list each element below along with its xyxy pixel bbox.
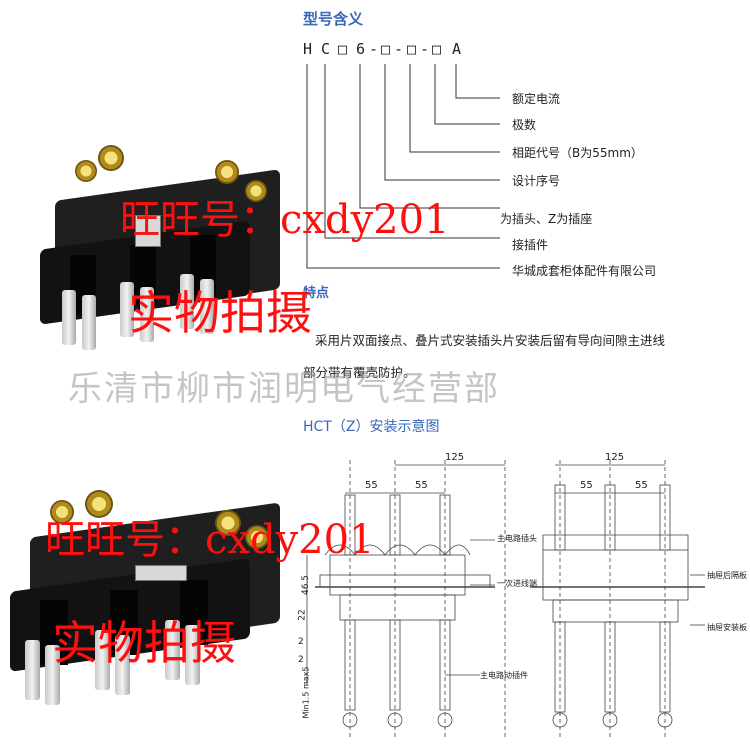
- diagram-title: HCT（Z）安装示意图: [303, 419, 440, 435]
- watermark-shop-name: 乐清市柳市润明电气经营部: [68, 369, 500, 409]
- code-char: -: [369, 40, 379, 58]
- watermark-wangwang-1: 旺旺号：cxdy201: [120, 197, 450, 243]
- dim-125-left: 125: [445, 452, 465, 463]
- legend-company: 华城成套柜体配件有限公司: [512, 264, 657, 278]
- watermark-photo-2: 实物拍摄: [52, 616, 236, 670]
- dim-125-right: 125: [605, 452, 625, 463]
- code-char: -: [420, 40, 430, 58]
- code-char: H: [303, 40, 313, 58]
- code-char: □: [338, 40, 348, 58]
- installation-diagram: [306, 460, 705, 740]
- watermark-photo-1: 实物拍摄: [128, 286, 312, 340]
- dim-55-a: 55: [365, 480, 378, 491]
- features-line-1: 采用片双面接点、叠片式安装插头片安装后留有导向间隙主进线: [315, 333, 666, 348]
- legend-connector: 接插件: [512, 238, 549, 252]
- legend-rated-current: 额定电流: [512, 92, 561, 106]
- callout-rear-partition: 抽屉后隔板: [707, 571, 747, 580]
- legend-poles: 极数: [512, 118, 537, 132]
- product-photo-bottom: [0, 470, 300, 730]
- dim-22: 22: [297, 609, 308, 621]
- dim-46-5: 46.5: [301, 574, 312, 596]
- dim-2-b: 2: [298, 655, 304, 665]
- dim-min-max: Min1.5 max5: [301, 666, 311, 719]
- code-char: 6: [356, 40, 366, 58]
- legend-design-serial: 设计序号: [512, 174, 561, 188]
- product-photo-top: [40, 140, 300, 370]
- code-char: -: [394, 40, 404, 58]
- dim-55-c: 55: [580, 480, 593, 491]
- callout-moving-part: 主电路动插件: [480, 671, 528, 680]
- model-title: 型号含义: [303, 10, 364, 28]
- callout-primary-inlet: 一次进线端: [497, 579, 537, 588]
- model-code-brackets: [306, 64, 500, 269]
- legend-pitch-code: 相距代号（B为55mm）: [512, 146, 643, 160]
- code-char: C: [321, 40, 331, 58]
- dim-55-b: 55: [415, 480, 428, 491]
- code-char: □: [432, 40, 442, 58]
- code-char: □: [407, 40, 417, 58]
- model-code: H C □ 6 - □ - □ - □ A: [303, 40, 473, 62]
- code-char: □: [381, 40, 391, 58]
- features-line-2: 部分带有覆壳防护。: [303, 365, 416, 380]
- legend-plug-socket: 为插头、Z为插座: [500, 212, 593, 226]
- dim-2-a: 2: [298, 637, 304, 647]
- callout-main-plug: 主电路插头: [497, 534, 537, 543]
- callout-mount-plate: 抽屉安装板: [707, 623, 747, 632]
- features-title: 特点: [303, 286, 330, 301]
- code-char: A: [452, 40, 462, 58]
- watermark-wangwang-2: 旺旺号：cxdy201: [45, 517, 375, 563]
- dim-55-d: 55: [635, 480, 648, 491]
